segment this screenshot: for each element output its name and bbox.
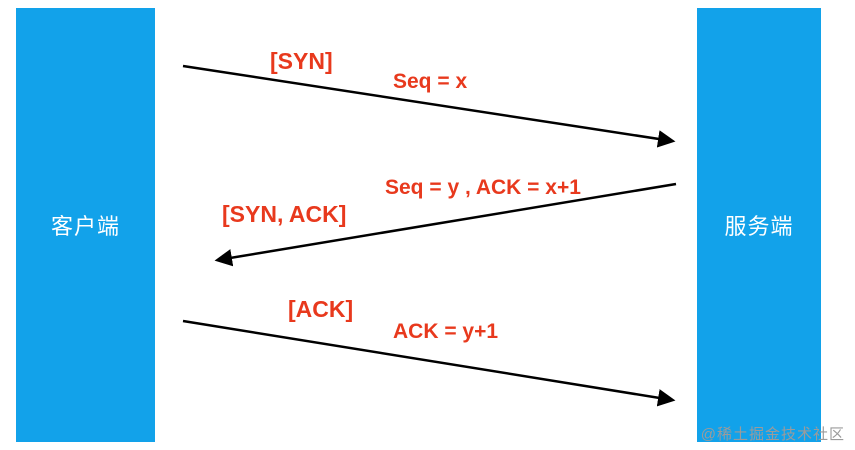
server-node-label: 服务端 <box>724 214 794 239</box>
syn-flag-label: [SYN] <box>270 48 333 74</box>
syn-detail-label: Seq = x <box>393 70 468 93</box>
syn-ack-detail-label: Seq = y , ACK = x+1 <box>385 176 581 199</box>
syn-ack-flag-label: [SYN, ACK] <box>222 201 347 227</box>
watermark-text: @稀土掘金技术社区 <box>700 426 845 443</box>
ack-detail-label: ACK = y+1 <box>393 320 499 343</box>
client-node: 客户端 <box>16 8 155 442</box>
ack-flag-label: [ACK] <box>288 296 354 322</box>
client-node-label: 客户端 <box>50 214 120 239</box>
server-node: 服务端 <box>697 8 821 442</box>
